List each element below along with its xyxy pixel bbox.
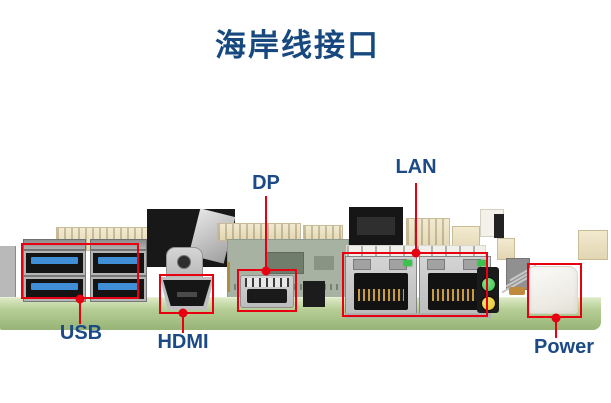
usb-callout-line: [79, 299, 81, 324]
usb-port-opening: [93, 279, 144, 299]
dp-callout-box: [237, 269, 297, 312]
page-title: 海岸线接口: [215, 28, 380, 63]
hdmi-callout-line: [182, 314, 184, 333]
hdmi-slot: [177, 292, 197, 297]
usb-port-opening: [93, 253, 144, 273]
usb3-blue-tab: [98, 283, 139, 290]
rj45-gold-pins: [432, 289, 478, 301]
rj45-tab: [427, 259, 445, 270]
hdmi-port-opening: [163, 280, 211, 306]
solder-pin: [227, 262, 230, 292]
usb-port-1: [23, 250, 86, 276]
hdmi-mount-bracket: [166, 247, 203, 278]
lan-label: LAN: [395, 156, 437, 178]
usb-port-opening: [26, 253, 83, 273]
rj45-cavity: [428, 273, 482, 310]
usb3-blue-tab: [98, 257, 139, 264]
lan-callout-box: [342, 252, 488, 317]
lan-callout-dot: [411, 248, 421, 258]
lan2-link-led: [478, 260, 486, 266]
lan1-link-led: [404, 260, 412, 266]
usb-callout-box: [21, 243, 139, 299]
usb-label: USB: [59, 322, 103, 344]
lan-port-1: [345, 256, 417, 316]
usb3-blue-tab: [31, 283, 78, 290]
rear-connector-beige-right: [578, 230, 608, 260]
power-led-green: [481, 277, 496, 292]
dp-port: [240, 275, 294, 308]
status-led-yellow: [481, 296, 496, 311]
som-chip-small: [314, 256, 334, 270]
rear-connector-black-slot: [357, 217, 395, 235]
lan-callout-line: [415, 183, 417, 253]
power-callout-dot: [551, 313, 561, 323]
rj45-gold-pins: [358, 289, 404, 301]
power-callout-line: [555, 318, 557, 338]
power-label: Power: [533, 336, 595, 358]
rj45-cavity: [354, 273, 408, 310]
rear-component-dark: [494, 214, 504, 238]
edge-component-left: [0, 246, 16, 298]
dp-callout-line: [265, 196, 267, 272]
usb-callout-dot: [75, 294, 85, 304]
hdmi-callout-dot: [178, 308, 188, 318]
hdmi-port: [160, 277, 214, 310]
rear-connector-beige-d: [497, 238, 515, 260]
component-right-of-dp: [303, 281, 325, 307]
usb3-blue-tab: [31, 257, 78, 264]
hdmi-bracket-hole: [177, 255, 191, 269]
led-housing: [477, 267, 499, 313]
hdmi-callout-box: [159, 274, 214, 314]
hdmi-label: HDMI: [157, 331, 209, 353]
dp-slot: [247, 289, 287, 303]
power-callout-box: [527, 263, 582, 318]
dp-contact-strip: [245, 278, 289, 287]
usb-port-opening: [26, 279, 83, 299]
gold-contact: [509, 287, 525, 295]
dp-label: DP: [252, 172, 280, 194]
dp-callout-dot: [261, 266, 271, 276]
rj45-tab: [353, 259, 371, 270]
pcb-board-edge: [0, 297, 601, 330]
